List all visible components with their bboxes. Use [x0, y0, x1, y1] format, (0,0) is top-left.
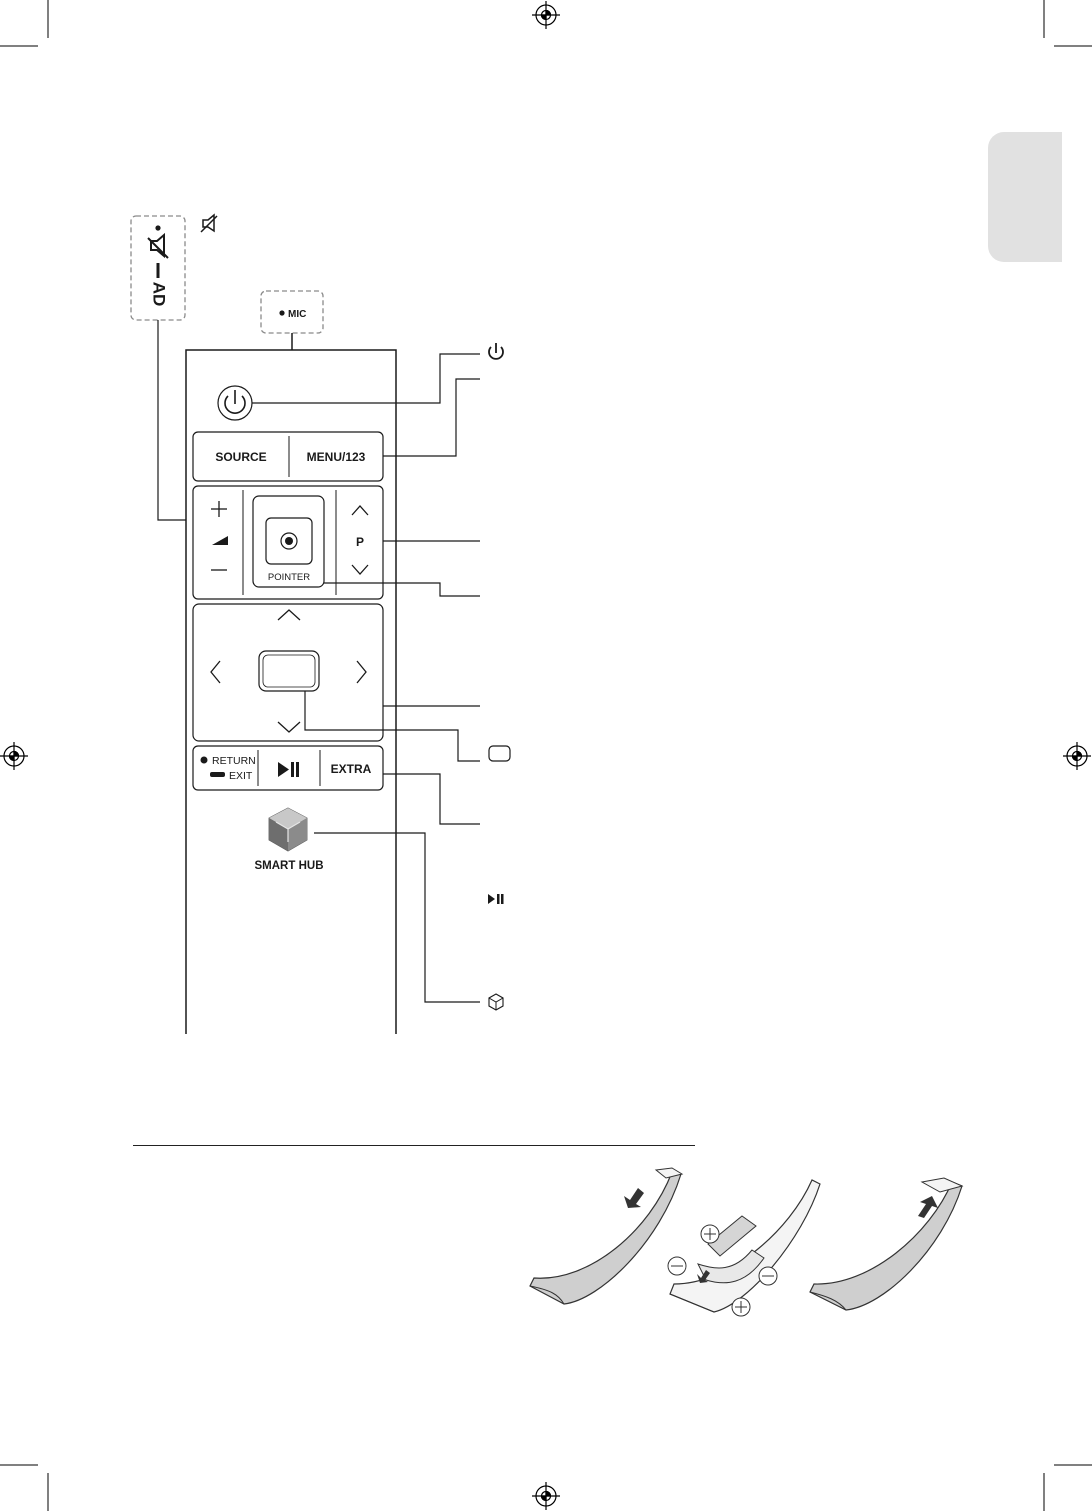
- left-arrow-icon[interactable]: [210, 660, 221, 684]
- select-key-icon: [488, 745, 511, 762]
- ad-callout-box: [130, 215, 186, 321]
- play-pause-icon: [488, 894, 504, 904]
- right-arrow-icon[interactable]: [356, 660, 367, 684]
- return-dot-icon: [200, 756, 208, 764]
- return-button[interactable]: RETURN: [212, 755, 256, 767]
- mic-callout-box: [260, 290, 324, 334]
- pointer-icon: [280, 532, 298, 550]
- power-icon: [488, 343, 504, 360]
- exit-button[interactable]: EXIT: [229, 770, 253, 782]
- mute-ad-icon: [147, 225, 169, 278]
- extra-button[interactable]: EXTRA: [331, 762, 372, 776]
- down-arrow-icon[interactable]: [277, 721, 301, 733]
- remote-body-outline: [185, 349, 397, 1034]
- mute-icon: [200, 213, 218, 233]
- mic-dot-icon: [279, 310, 285, 316]
- pointer-label: POINTER: [268, 572, 310, 583]
- play-pause-button[interactable]: [278, 762, 299, 777]
- language-tab: [988, 132, 1062, 262]
- up-arrow-icon[interactable]: [277, 609, 301, 621]
- channel-rocker[interactable]: [351, 505, 369, 575]
- return-play-extra-panel: [192, 745, 384, 791]
- volume-rocker[interactable]: [211, 501, 228, 571]
- battery-illustrations: [529, 1167, 964, 1317]
- smart-hub-cube-icon: [488, 993, 504, 1011]
- select-button[interactable]: [258, 650, 320, 692]
- source-button[interactable]: SOURCE: [215, 450, 266, 464]
- ad-label: AD: [150, 282, 169, 307]
- power-button[interactable]: [217, 385, 253, 421]
- menu-button[interactable]: MENU/123: [307, 450, 366, 464]
- exit-bar-icon: [210, 772, 225, 777]
- smart-hub-button[interactable]: [268, 807, 308, 852]
- callout-lines: [157, 320, 480, 1003]
- channel-label: P: [356, 535, 364, 549]
- battery-step-1-image: [529, 1167, 684, 1305]
- mic-label: MIC: [288, 309, 306, 320]
- smart-hub-label: SMART HUB: [255, 860, 324, 872]
- battery-step-2-image: [667, 1179, 821, 1317]
- battery-step-3-image: [809, 1177, 964, 1311]
- section-divider: [133, 1145, 695, 1146]
